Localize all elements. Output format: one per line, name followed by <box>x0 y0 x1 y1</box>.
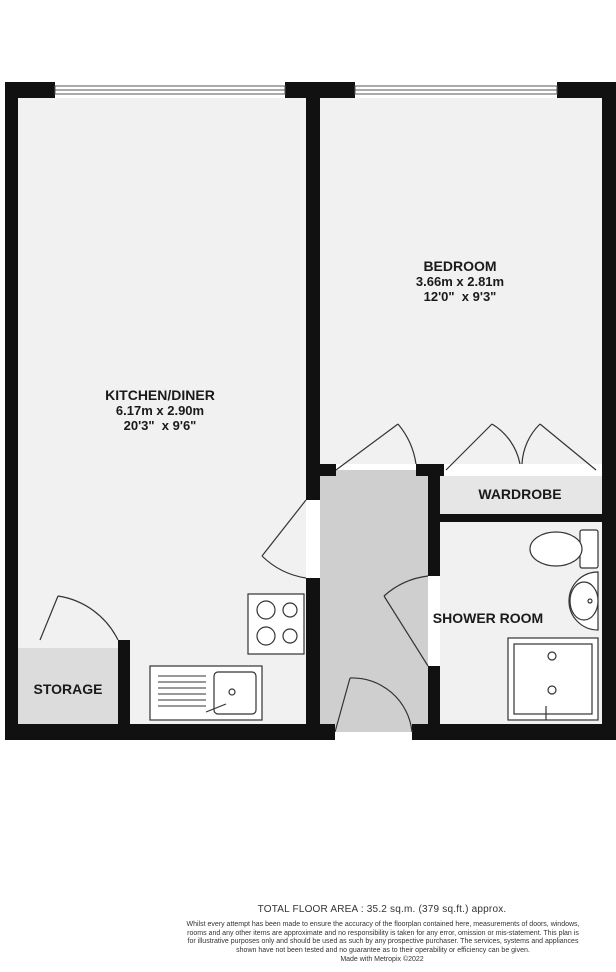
wardrobe-floor <box>438 476 602 514</box>
shower-tray-icon <box>507 637 599 721</box>
kitchen-imperial: 20'3" x 9'6" <box>123 418 197 433</box>
walls <box>5 82 616 740</box>
doors <box>39 423 597 733</box>
toilet-icon <box>529 529 599 569</box>
kitchen-metric: 6.17m x 2.90m <box>115 403 205 418</box>
hob-icon <box>247 593 305 655</box>
wardrobe-label: WARDROBE <box>478 486 562 502</box>
bedroom-label: BEDROOM 3.66m x 2.81m 12'0" x 9'3" <box>370 258 550 305</box>
windows <box>54 85 558 95</box>
floor-plan <box>5 82 616 740</box>
bedroom-imperial: 12'0" x 9'3" <box>423 289 497 304</box>
bedroom-metric: 3.66m x 2.81m <box>415 274 505 289</box>
total-floor-area: TOTAL FLOOR AREA : 35.2 sq.m. (379 sq.ft… <box>257 904 507 915</box>
kitchen-sink-icon <box>149 665 263 721</box>
shower-room-label: SHOWER ROOM <box>432 610 544 626</box>
kitchen-label: KITCHEN/DINER 6.17m x 2.90m 20'3" x 9'6" <box>70 387 250 434</box>
kitchen-name: KITCHEN/DINER <box>105 387 215 403</box>
footer: TOTAL FLOOR AREA : 35.2 sq.m. (379 sq.ft… <box>0 904 616 963</box>
washbasin-icon <box>568 571 599 631</box>
hallway-floor <box>320 470 428 732</box>
bedroom-floor <box>320 98 602 464</box>
disclaimer: Whilst every attempt has been made to en… <box>186 921 580 954</box>
bedroom-name: BEDROOM <box>423 258 497 274</box>
storage-floor <box>18 648 118 724</box>
made-with-credit: Made with Metropix ©2022 <box>340 956 424 964</box>
storage-label: STORAGE <box>33 681 103 697</box>
